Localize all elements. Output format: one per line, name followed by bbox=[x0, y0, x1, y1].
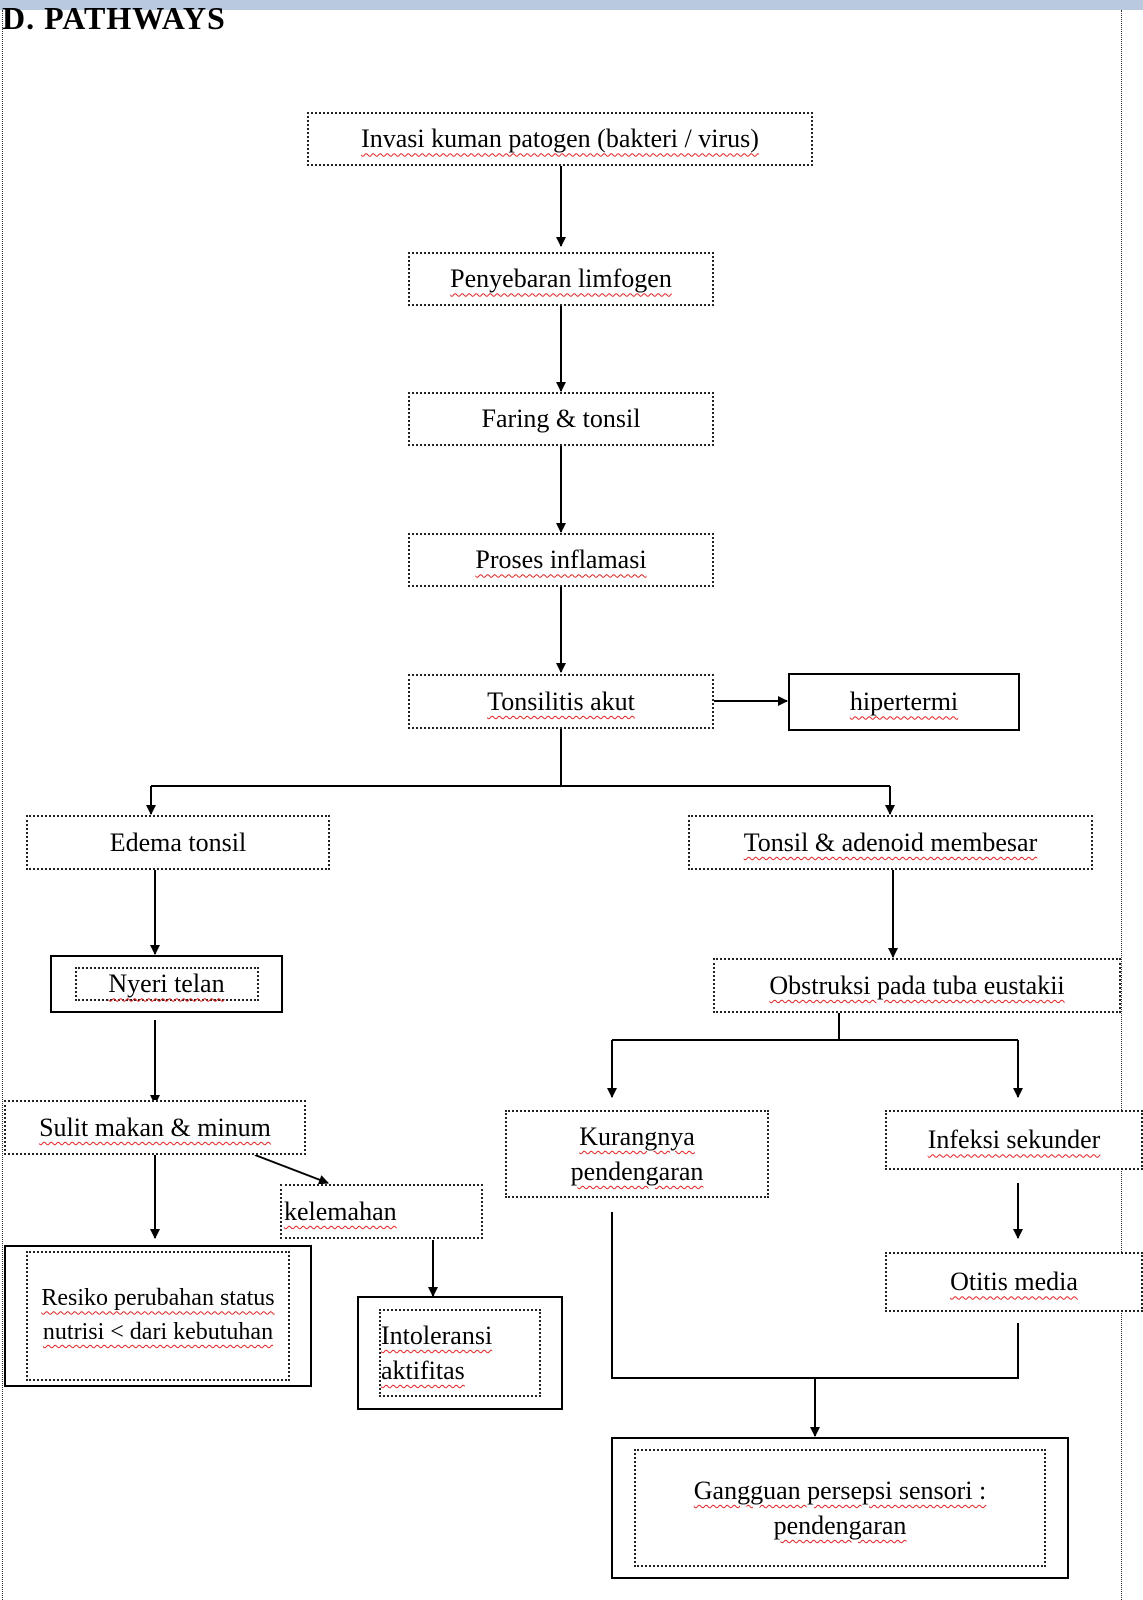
node-resiko: Resiko perubahan status nutrisi < dari k… bbox=[4, 1245, 312, 1387]
page-left-margin bbox=[2, 10, 3, 1600]
edge-sulit-kelemahan bbox=[254, 1154, 329, 1185]
node-nyeri-label: Nyeri telan bbox=[108, 969, 225, 999]
node-obstruksi-label: Obstruksi pada tuba eustakii bbox=[769, 970, 1065, 1000]
node-hipertermi-label: hipertermi bbox=[849, 687, 959, 717]
window-top-bar bbox=[0, 0, 1143, 10]
node-sulit: Sulit makan & minum bbox=[4, 1100, 306, 1155]
node-edema-label: Edema tonsil bbox=[109, 827, 247, 857]
node-penyebaran-label: Penyebaran limfogen bbox=[450, 264, 672, 294]
node-infeksi-label: Infeksi sekunder bbox=[927, 1125, 1101, 1155]
node-edema: Edema tonsil bbox=[26, 815, 330, 870]
node-proses: Proses inflamasi bbox=[408, 533, 714, 587]
node-hipertermi: hipertermi bbox=[788, 673, 1020, 731]
node-kurangnya: Kurangnya pendengaran bbox=[505, 1110, 769, 1198]
node-sulit-label: Sulit makan & minum bbox=[39, 1112, 271, 1142]
node-otitis: Otitis media bbox=[885, 1252, 1143, 1312]
node-faring: Faring & tonsil bbox=[408, 392, 714, 446]
node-kelemahan: kelemahan bbox=[280, 1184, 483, 1239]
node-intoleransi-label: Intoleransi aktifitas bbox=[381, 1320, 493, 1385]
page-right-margin bbox=[1121, 10, 1122, 1600]
edge-otitis-merge bbox=[815, 1323, 1019, 1379]
node-faring-label: Faring & tonsil bbox=[481, 404, 641, 434]
node-penyebaran: Penyebaran limfogen bbox=[408, 252, 714, 306]
node-nyeri-inner: Nyeri telan bbox=[74, 967, 259, 1001]
node-gangguan-inner: Gangguan persepsi sensori : pendengaran bbox=[634, 1449, 1046, 1567]
node-intoleransi-inner: Intoleransi aktifitas bbox=[379, 1309, 541, 1397]
node-proses-label: Proses inflamasi bbox=[475, 545, 647, 575]
node-obstruksi: Obstruksi pada tuba eustakii bbox=[713, 958, 1121, 1013]
node-resiko-inner: Resiko perubahan status nutrisi < dari k… bbox=[26, 1251, 290, 1381]
node-kelemahan-label: kelemahan bbox=[284, 1196, 397, 1226]
node-tonsilitis-label: Tonsilitis akut bbox=[487, 686, 635, 716]
node-invasi: Invasi kuman patogen (bakteri / virus) bbox=[307, 112, 813, 166]
node-gangguan-label: Gangguan persepsi sensori : pendengaran bbox=[693, 1475, 987, 1540]
node-invasi-label: Invasi kuman patogen (bakteri / virus) bbox=[361, 124, 759, 154]
node-kurangnya-label: Kurangnya pendengaran bbox=[570, 1121, 704, 1186]
node-nyeri: Nyeri telan bbox=[50, 955, 283, 1013]
node-intoleransi: Intoleransi aktifitas bbox=[357, 1296, 563, 1410]
edge-kurangnya-merge bbox=[611, 1212, 815, 1379]
section-heading: D. PATHWAYS bbox=[2, 0, 226, 36]
node-otitis-label: Otitis media bbox=[950, 1267, 1078, 1297]
node-gangguan: Gangguan persepsi sensori : pendengaran bbox=[611, 1437, 1069, 1579]
node-resiko-label: Resiko perubahan status nutrisi < dari k… bbox=[41, 1285, 275, 1345]
node-membesar-label: Tonsil & adenoid membesar bbox=[743, 827, 1038, 857]
node-infeksi: Infeksi sekunder bbox=[885, 1110, 1143, 1170]
node-membesar: Tonsil & adenoid membesar bbox=[688, 815, 1093, 870]
node-tonsilitis: Tonsilitis akut bbox=[408, 674, 714, 729]
